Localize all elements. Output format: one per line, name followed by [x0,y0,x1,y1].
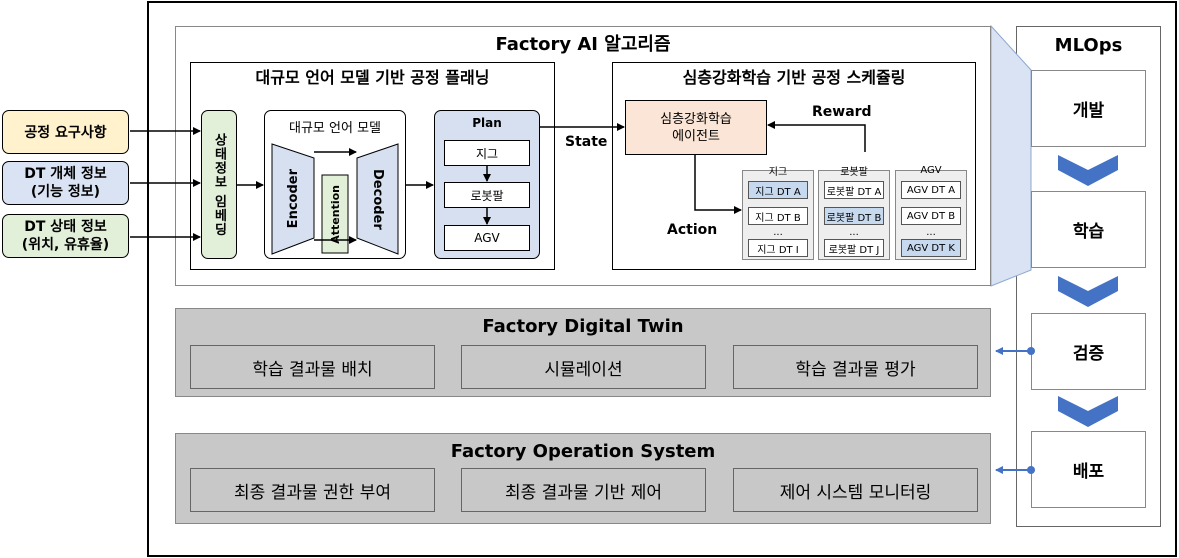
mlops-title: MLOps [1054,34,1123,56]
attention-label: Attention [322,175,348,253]
mlops-stage-train-label: 학습 [1072,222,1105,242]
dt-group-robot-arm-title: 로봇팔 [840,166,868,178]
state-embedding-label: 상태정보 임베딩 [211,132,227,237]
dt-tier-item-simulation: 시뮬레이션 [461,345,706,389]
attention-label-text: Attention [328,184,342,244]
dt-robot-arm-ellipsis: ... [849,226,859,238]
mlops-stage-deploy[interactable]: 배포 [1031,431,1146,508]
dt-tier-item-evaluation: 학습 결과물 평가 [733,345,978,389]
dt-jig-a: 지그 DT A [748,181,808,199]
decoder-label-text: Decoder [370,168,385,230]
input-dt-state-info: DT 상태 정보 (위치, 유휴율) [2,214,129,258]
operation-system-title: Factory Operation System [450,440,716,462]
dt-robot-arm-b: 로봇팔 DT B [824,207,884,225]
llm-title: 대규모 언어 모델 [289,120,381,136]
input-dt-object-line2: (기능 정보) [30,184,101,200]
op-item-authorize: 최종 결과물 권한 부여 [190,468,435,512]
dt-agv-b: AGV DT B [901,207,961,225]
encoder-label-text: Encoder [285,169,301,229]
dt-group-agv-title: AGV [920,164,942,176]
dt-agv-k: AGV DT K [901,239,961,257]
input-dt-object-line1: DT 개체 정보 [24,166,107,182]
mlops-stage-validate-label: 검증 [1072,344,1105,364]
input-dt-state-line2: (위치, 유휴율) [21,237,110,253]
mlops-stage-validate[interactable]: 검증 [1031,313,1146,390]
encoder-label: Encoder [272,148,314,250]
plan-item-robot-arm-label: 로봇팔 [470,188,504,203]
rl-agent-box: 심층강화학습 에이전트 [625,100,767,155]
op-item-control: 최종 결과물 기반 제어 [461,468,706,512]
plan-item-jig-label: 지그 [475,146,499,161]
op-item-monitoring: 제어 시스템 모니터링 [733,468,978,512]
llm-planning-title: 대규모 언어 모델 기반 공정 플래닝 [255,68,490,87]
input-process-requirements-label: 공정 요구사항 [24,125,107,141]
input-dt-object-info: DT 개체 정보 (기능 정보) [2,161,129,205]
rl-agent-line2: 에이전트 [672,128,720,144]
dt-tier-item-deploy: 학습 결과물 배치 [190,345,435,389]
mlops-stage-deploy-label: 배포 [1072,462,1105,482]
outer-frame [147,1,1177,557]
dt-group-jig-title: 지그 [768,166,788,178]
plan-item-robot-arm: 로봇팔 [444,182,530,208]
edge-label-action: Action [667,222,718,238]
dt-agv-ellipsis: ... [926,226,936,238]
dt-jig-ellipsis: ... [773,226,783,238]
plan-item-agv-label: AGV [474,231,500,245]
dt-agv-a: AGV DT A [901,181,961,199]
rl-scheduling-title: 심층강화학습 기반 공정 스케쥴링 [682,68,906,87]
perspective-connector [990,24,1032,287]
mlops-stage-train[interactable]: 학습 [1031,191,1146,268]
input-process-requirements: 공정 요구사항 [2,110,129,154]
plan-item-jig: 지그 [444,140,530,166]
dt-jig-b: 지그 DT B [748,207,808,225]
state-embedding-box: 상태정보 임베딩 [201,110,237,259]
dt-jig-i: 지그 DT I [748,239,808,257]
decoder-label: Decoder [357,148,398,250]
factory-ai-title: Factory AI 알고리즘 [495,34,671,55]
mlops-stage-dev-label: 개발 [1072,101,1105,121]
dt-robot-arm-j: 로봇팔 DT J [824,239,884,257]
edge-label-state: State [565,134,608,150]
plan-title: Plan [472,116,502,130]
edge-label-reward: Reward [812,104,872,120]
plan-item-agv: AGV [444,225,530,251]
rl-scheduling-section [612,62,976,270]
input-dt-state-line1: DT 상태 정보 [24,219,107,235]
dt-robot-arm-a: 로봇팔 DT A [824,181,884,199]
digital-twin-title: Factory Digital Twin [482,315,684,337]
llm-planning-section [190,62,555,270]
rl-agent-line1: 심층강화학습 [660,111,732,127]
mlops-stage-dev[interactable]: 개발 [1031,70,1146,147]
